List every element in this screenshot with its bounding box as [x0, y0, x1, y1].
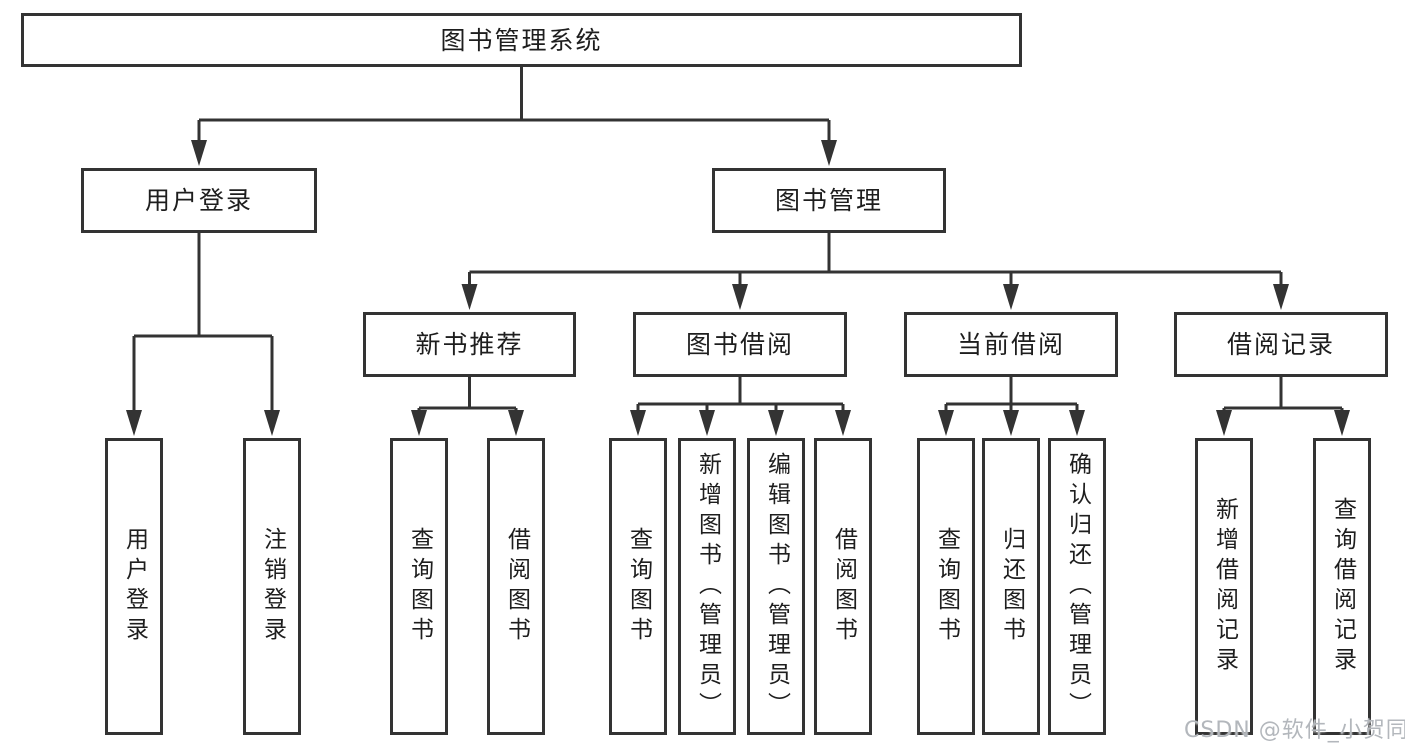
leaf-label: 新增图书（管理员） — [694, 451, 721, 722]
leaf-label: 归还图书 — [998, 526, 1025, 647]
leaf-label: 注销登录 — [259, 526, 286, 647]
node-new-book-recommend: 新书推荐 — [363, 312, 576, 377]
node-user-login: 用户登录 — [81, 168, 317, 233]
node-current-borrow: 当前借阅 — [904, 312, 1118, 377]
node-leaf-return-book: 归还图书 — [982, 438, 1040, 735]
node-leaf-confirm-return-admin: 确认归还（管理员） — [1048, 438, 1106, 735]
node-borrow-record: 借阅记录 — [1174, 312, 1388, 377]
node-leaf-borrow-book-2: 借阅图书 — [814, 438, 872, 735]
leaf-label: 编辑图书（管理员） — [763, 451, 790, 722]
watermark: CSDN @软件_小贺同学 — [1184, 718, 1405, 743]
leaf-label: 新增借阅记录 — [1211, 496, 1238, 677]
node-leaf-query-book-2: 查询图书 — [609, 438, 667, 735]
leaf-label: 查询借阅记录 — [1329, 496, 1356, 677]
leaf-label: 查询图书 — [933, 526, 960, 647]
leaf-label: 查询图书 — [625, 526, 652, 647]
leaf-label: 用户登录 — [121, 526, 148, 647]
leaf-label: 借阅图书 — [830, 526, 857, 647]
node-book-management: 图书管理 — [712, 168, 946, 233]
node-leaf-logout: 注销登录 — [243, 438, 301, 735]
node-leaf-edit-book-admin: 编辑图书（管理员） — [747, 438, 805, 735]
node-leaf-add-book-admin: 新增图书（管理员） — [678, 438, 736, 735]
node-leaf-query-book-3: 查询图书 — [917, 438, 975, 735]
leaf-label: 借阅图书 — [503, 526, 530, 647]
leaf-label: 查询图书 — [406, 526, 433, 647]
node-root-library-system: 图书管理系统 — [21, 13, 1022, 67]
node-leaf-add-borrow-record: 新增借阅记录 — [1195, 438, 1253, 735]
node-leaf-borrow-book-1: 借阅图书 — [487, 438, 545, 735]
node-leaf-query-borrow-record: 查询借阅记录 — [1313, 438, 1371, 735]
node-leaf-user-login: 用户登录 — [105, 438, 163, 735]
node-leaf-query-book-1: 查询图书 — [390, 438, 448, 735]
arrowheads — [126, 140, 1350, 436]
node-book-borrow: 图书借阅 — [633, 312, 847, 377]
leaf-label: 确认归还（管理员） — [1064, 451, 1091, 722]
